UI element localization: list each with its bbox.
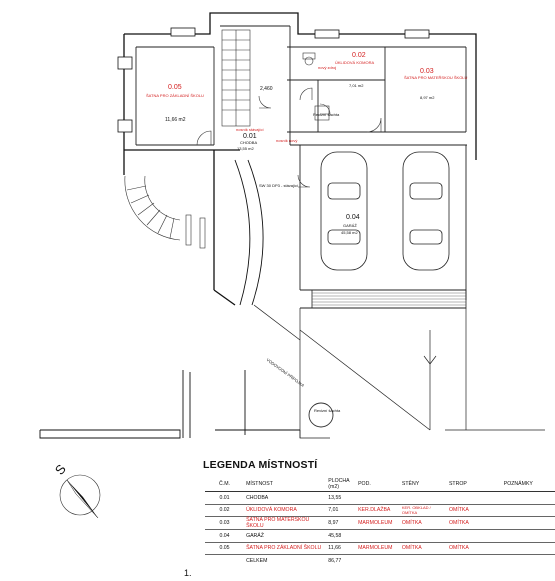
room-name-cell: ŠATNA PRO MATEŘSKOU ŠKOLU [244,516,327,530]
empty-cell [502,555,555,567]
header-cell: STĚNY [399,477,447,492]
room-number-cell: 0.04 [205,529,245,543]
walls-cell [399,491,447,505]
header-cell: POZNÁMKY [501,477,555,492]
header-cell: POD. [356,477,400,492]
floor-cell [356,491,400,505]
total-value: 86,77 [328,557,342,564]
room-name: ŠATNA PRO MATEŘSKOU ŠKOLU [404,75,468,80]
room-number: 0.03 [420,68,434,75]
driveway [253,304,545,439]
empty-cell [400,555,447,567]
floor-cell: KER.DLAŽBA [356,504,400,517]
garage-cars [320,151,450,271]
room-name: ŠATNA PRO ZÁKLADNÍ ŠKOLU [146,93,204,98]
floor-cell: MARMOLEUM [356,542,400,555]
legend-row: 0.02 ÚKLIDOVÁ KOMORA 7,01 KER.DLAŽBA KER… [205,504,555,517]
floor-cell [356,529,400,543]
windows [117,27,430,133]
ceiling-cell: OMÍTKA [446,516,502,530]
chodba-note: nosník stávající [236,127,264,132]
notes-cell [501,516,555,530]
notes-cell [501,529,555,543]
notes-cell [501,542,555,555]
inspection-shaft-label: Revizní šachta [313,112,340,117]
notes-cell [501,491,555,505]
room-number-cell: 0.02 [205,504,245,517]
room-name-cell: ŠATNA PRO ZÁKLADNÍ ŠKOLU [244,542,327,555]
legend-row: 0.03 ŠATNA PRO MATEŘSKOU ŠKOLU 8,97 MARM… [205,516,555,530]
legend-row: 0.04 GARÁŽ 45,58 [205,529,555,543]
ceiling-cell: OMÍTKA [446,504,502,517]
room-name: ÚKLIDOVÁ KOMORA [335,60,375,65]
room-area: 7,01 m2 [349,83,364,88]
source-note: nový zdroj [318,65,337,70]
legend-title: LEGENDA MÍSTNOSTÍ [203,459,318,471]
inspection-shaft-label: Revizní šachta [314,408,341,413]
legend-row: 0.01 CHODBA 13,55 [205,491,555,505]
ceiling-cell [446,491,502,505]
fixtures [185,52,330,249]
room-name-cell: GARÁŽ [244,529,327,543]
doors [196,87,382,188]
room-name-cell: CHODBA [244,491,327,505]
room-number: 0.05 [168,84,182,91]
dimension-label: 2,460 [260,86,273,92]
walls-cell [399,529,447,543]
garage-door [311,289,467,309]
room-number: 0.01 [243,133,257,140]
walls-cell: OMÍTKA [399,542,447,555]
fence-wall [39,370,334,439]
legend-total-row: CELKEM 86,77 [205,555,555,567]
page-mark: 1. [184,568,192,578]
curved-ramp [234,159,264,306]
floor-cell: MARMOLEUM [356,516,400,530]
area-cell: 45,58 [326,529,357,543]
legend-header-row: Č.M. MÍSTNOST PLOCHA (m2) POD. STĚNY STR… [205,477,555,492]
header-cell: PLOCHA (m2) [326,477,357,492]
total-label: CELKEM [246,557,268,564]
notes-cell [501,504,555,517]
room-name: GARÁŽ [343,223,357,228]
room-number: 0.04 [346,214,360,221]
exterior-spiral-stair [124,175,181,241]
header-cell: STROP [446,477,502,492]
room-number-cell: 0.05 [205,542,245,555]
wall-note: SW 30 DP3 - stávající [259,183,299,188]
walls-cell: KER. OBKLAD / OMÍTKA [399,504,447,517]
empty-cell [356,555,400,567]
chodba-note: nosník nový [276,138,298,143]
area-cell: 8,97 [326,516,357,530]
room-area: 13,55 m2 [237,146,254,151]
area-cell: 7,01 [326,504,357,517]
ceiling-cell [446,529,502,543]
staircase [221,29,251,127]
room-area: 11,66 m2 [165,117,186,123]
room-area: 8,97 m2 [420,95,435,100]
room-number: 0.02 [352,52,366,59]
room-legend-table: Č.M. MÍSTNOST PLOCHA (m2) POD. STĚNY STR… [205,477,555,567]
empty-cell [205,555,244,567]
room-area: 45,58 m2 [341,230,358,235]
header-cell: Č.M. [205,477,245,492]
area-cell: 13,55 [326,491,357,505]
room-number-cell: 0.01 [205,491,245,505]
room-name-cell: ÚKLIDOVÁ KOMORA [244,504,327,517]
empty-cell [447,555,502,567]
interior-walls [135,25,467,309]
north-arrow [59,474,101,519]
area-cell: 11,66 [326,542,357,555]
room-name: CHODBA [240,140,258,145]
header-cell: MÍSTNOST [244,477,327,492]
ceiling-cell: OMÍTKA [446,542,502,555]
room-number-cell: 0.03 [205,516,245,530]
legend-row: 0.05 ŠATNA PRO ZÁKLADNÍ ŠKOLU 11,66 MARM… [205,542,555,555]
walls-cell: OMÍTKA [399,516,447,530]
